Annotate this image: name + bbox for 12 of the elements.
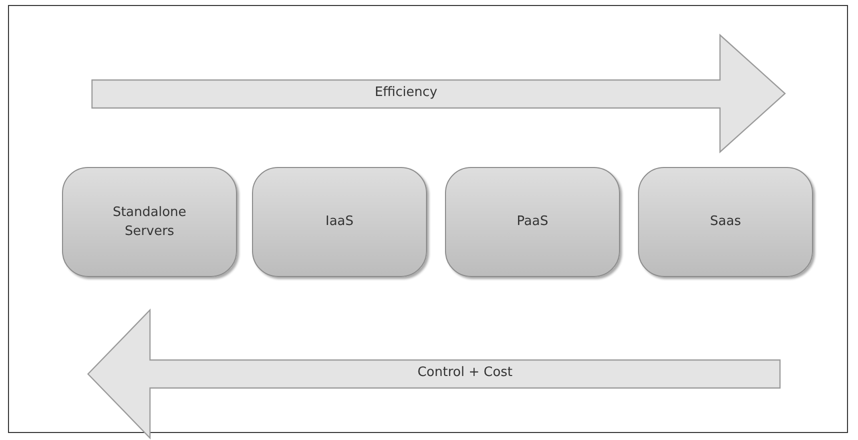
rounded-box <box>252 167 427 277</box>
box-label: IaaS <box>324 213 355 232</box>
rounded-box <box>445 167 620 277</box>
box-label: Saas <box>709 213 742 232</box>
arrow-label: Control + Cost <box>416 365 514 380</box>
arrow-shape <box>92 35 785 152</box>
box-label: PaaS <box>516 213 550 232</box>
arrow-label: Efficiency <box>374 85 438 100</box>
rounded-box <box>638 167 813 277</box>
rounded-box <box>62 167 237 277</box>
arrow-shape <box>88 310 780 438</box>
box-label: Standalone Servers <box>112 204 188 241</box>
